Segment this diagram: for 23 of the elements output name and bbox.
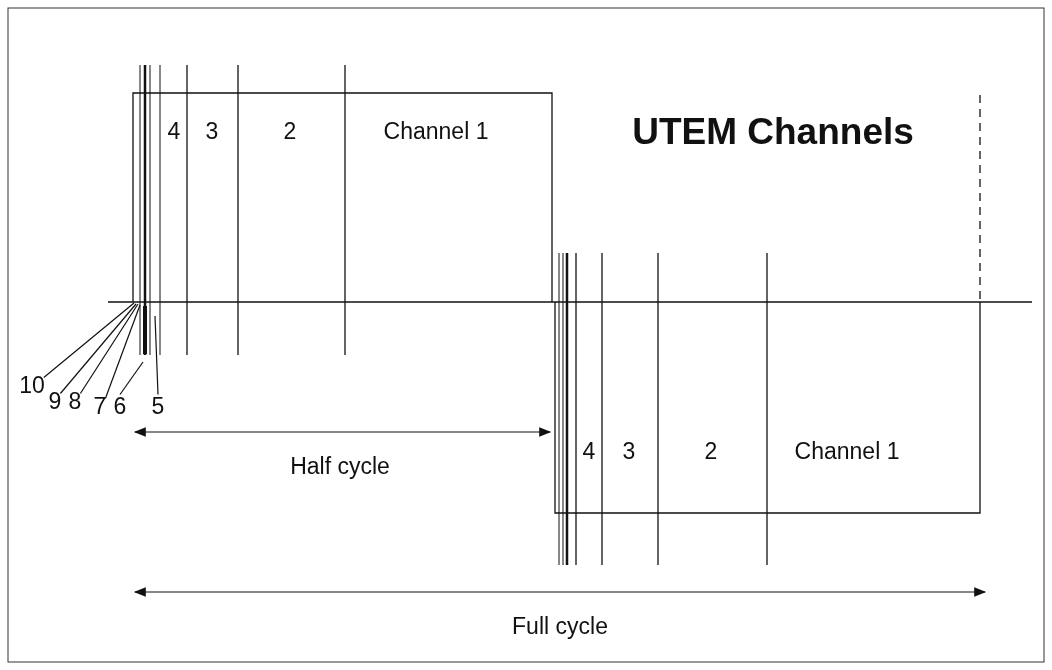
leader-line (59, 303, 137, 395)
channel-number: 2 (704, 439, 718, 463)
channel-number: 3 (205, 119, 219, 143)
dimension-label: Half cycle (290, 454, 390, 478)
leader-line (79, 303, 139, 395)
channel-number: 6 (113, 394, 127, 418)
channel-number: 5 (151, 394, 165, 418)
channel-number: 9 (48, 389, 62, 413)
leader-line (119, 361, 144, 396)
channel-number: 2 (283, 119, 297, 143)
channel-number: 7 (93, 394, 107, 418)
channel-label: Channel 1 (383, 119, 489, 143)
leader-line (154, 315, 159, 396)
dimension-label: Full cycle (512, 614, 608, 638)
channel-number: 3 (622, 439, 636, 463)
leader-line (43, 302, 135, 379)
leader-line (104, 304, 141, 400)
channel-number: 4 (582, 439, 596, 463)
diagram-title: UTEM Channels (632, 112, 914, 150)
channel-number: 10 (19, 373, 45, 397)
channel-number: 8 (68, 389, 82, 413)
channel-number: 4 (167, 119, 181, 143)
channel-label: Channel 1 (794, 439, 900, 463)
